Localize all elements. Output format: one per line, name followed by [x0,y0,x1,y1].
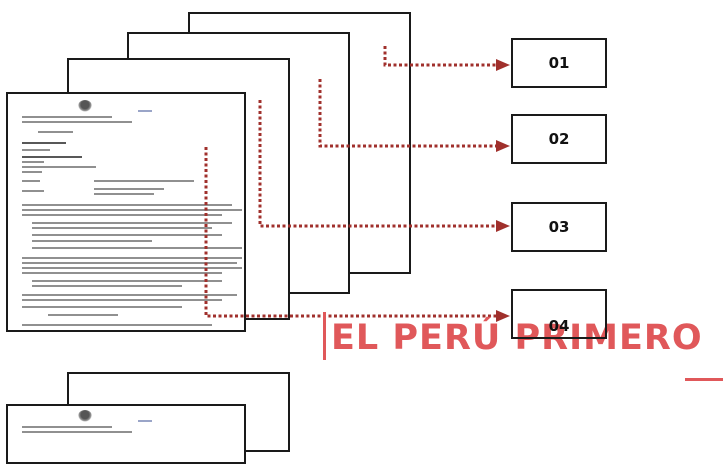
logo-underline [685,378,723,381]
coat-of-arms-icon-2 [78,410,92,422]
box-02: 02 [511,114,607,164]
arrow-04 [204,147,496,318]
arrowhead-04 [496,310,510,322]
connector-arrows [204,46,510,322]
arrowhead-01 [496,59,510,71]
box-02-label: 02 [548,130,570,148]
front-document [6,92,246,332]
coat-of-arms-icon [78,100,92,112]
box-01: 01 [511,38,607,88]
box-01-label: 01 [548,54,570,72]
arrow-01 [383,46,496,67]
logo-bar [323,312,326,360]
box-04-label: 04 [548,317,570,335]
arrow-03 [258,100,496,228]
box-04: 04 [511,289,607,339]
arrowhead-03 [496,220,510,232]
arrowhead-02 [496,140,510,152]
box-03-label: 03 [548,218,570,236]
arrow-02 [318,79,496,148]
box-03: 03 [511,202,607,252]
